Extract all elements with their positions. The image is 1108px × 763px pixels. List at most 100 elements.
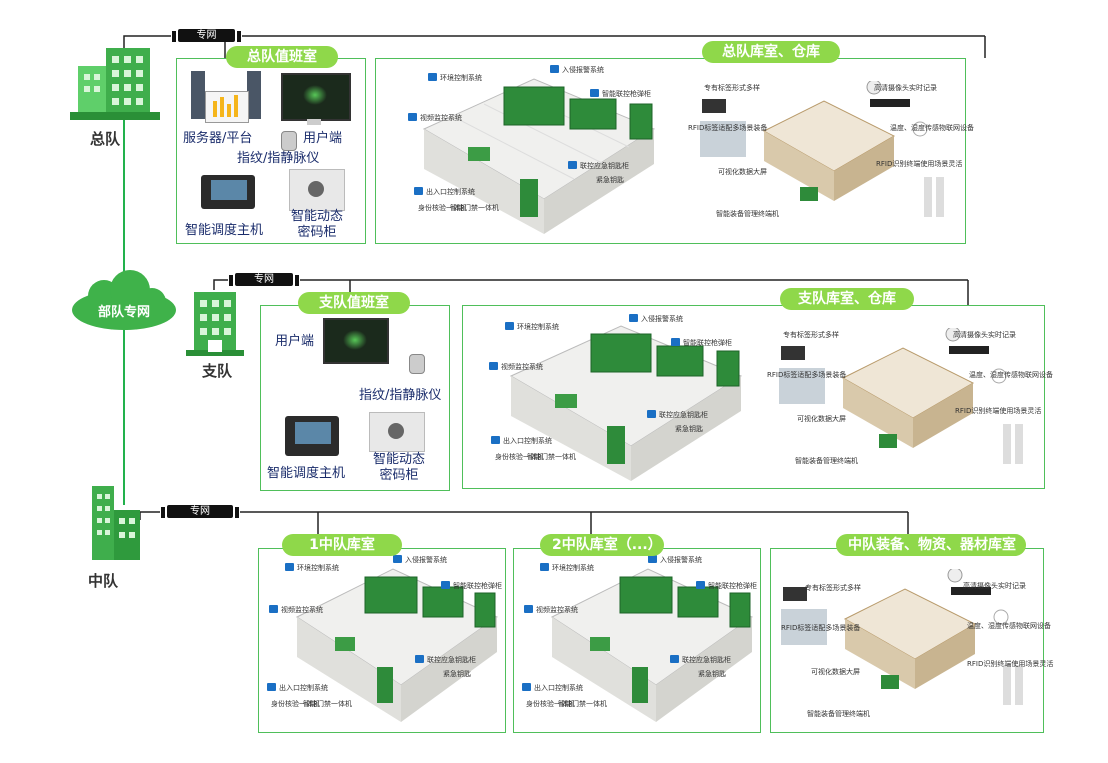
zhongdui-building-icon xyxy=(92,486,140,560)
key-cabinet-icon xyxy=(647,410,656,418)
zhidui-finger-caption: 指纹/指静脉仪 xyxy=(359,388,442,403)
gun-cabinet-icon xyxy=(590,89,599,97)
key-label: 联控应急钥匙柜 xyxy=(659,411,708,419)
gate-sub2: 智能门禁一体机 xyxy=(527,453,576,461)
zhongdui-room1-tag: 1中队库室 xyxy=(282,534,402,556)
zhidui-store-panel: 环境控制系统 入侵报警系统 智能联控枪弹柜 视频监控系统 联控应急钥匙柜 紧急钥… xyxy=(462,305,1053,489)
zhidui-safe-icon xyxy=(369,412,425,452)
zhidui-fingerprint-icon xyxy=(409,354,425,374)
env-control-icon xyxy=(540,563,549,571)
video-monitor-icon xyxy=(524,605,533,613)
level-zhidui: 支队 xyxy=(202,362,233,380)
net-label-mid: 专网 xyxy=(228,273,300,287)
level-zongdui: 总队 xyxy=(90,130,121,148)
zhidui-duty-panel: 用户端 指纹/指静脉仪 智能调度主机 智能动态 密码柜 xyxy=(260,305,450,491)
armory-room-illustration xyxy=(422,78,656,234)
key-sub-label: 紧急钥匙 xyxy=(698,670,726,678)
store-sensor-label: 温度、湿度传感物联网设备 xyxy=(969,371,1053,379)
key-cabinet-icon xyxy=(670,655,679,663)
zongdui-duty-tag: 总队值班室 xyxy=(226,46,338,68)
store-tag-label: 专有标签形式多样 xyxy=(704,84,760,92)
video-monitor-icon xyxy=(408,113,417,121)
gun-cabinet-icon xyxy=(696,581,705,589)
zongdui-duty-panel: 服务器/平台 用户端 指纹/指静脉仪 智能调度主机 智能动态 密码柜 xyxy=(176,58,366,244)
user-caption: 用户端 xyxy=(303,131,343,146)
key-label: 联控应急钥匙柜 xyxy=(682,656,731,664)
key-cabinet-icon xyxy=(415,655,424,663)
zhidui-dispatch-caption: 智能调度主机 xyxy=(267,466,346,481)
key-label: 联控应急钥匙柜 xyxy=(580,162,629,170)
video-label: 视频监控系统 xyxy=(501,363,543,371)
monitor-stand-icon xyxy=(307,119,321,125)
intrude-label: 入侵报警系统 xyxy=(641,315,683,323)
cloud-label: 部队专网 xyxy=(97,305,150,320)
zhidui-building-icon xyxy=(186,292,244,356)
key-sub-label: 紧急钥匙 xyxy=(443,670,471,678)
server-caption: 服务器/平台 xyxy=(183,131,253,146)
store-sensor-label: 温度、湿度传感物联网设备 xyxy=(967,622,1051,630)
server-icon xyxy=(191,71,261,127)
gate-control-icon xyxy=(267,683,276,691)
zongdui-building-icon xyxy=(70,48,160,120)
zhongdui-room1-panel: 环境控制系统 入侵报警系统 智能联控枪弹柜 视频监控系统 联控应急钥匙柜 紧急钥… xyxy=(258,548,506,733)
gate-sub1: 身份核验一体机 xyxy=(495,453,544,461)
store-bigscreen-label: 可视化数据大屏 xyxy=(718,168,767,176)
intrude-label: 入侵报警系统 xyxy=(660,556,702,564)
store-gate-label: RFID识别终端使用场景灵活 xyxy=(955,407,1042,415)
store-rfid-label: RFID标签适配多场景装备 xyxy=(767,371,847,379)
private-network-cloud-icon xyxy=(72,270,176,330)
gun-label: 智能联控枪弹柜 xyxy=(708,582,757,590)
gate-control-icon xyxy=(522,683,531,691)
zhidui-monitor-icon xyxy=(323,318,389,364)
video-label: 视频监控系统 xyxy=(536,606,578,614)
store-gate-label: RFID识别终端使用场景灵活 xyxy=(967,660,1054,668)
env-control-icon xyxy=(285,563,294,571)
net-label-top: 专网 xyxy=(171,29,242,43)
gate-sub1: 身份核验一体机 xyxy=(418,204,467,212)
zhidui-store-tag: 支队库室、仓库 xyxy=(780,288,914,310)
key-sub-label: 紧急钥匙 xyxy=(675,425,703,433)
zongdui-warehouse xyxy=(694,79,964,241)
room1-illustration xyxy=(265,557,505,727)
zongdui-store-panel: 环境控制系统 入侵报警系统 智能联控枪弹柜 视频监控系统 联控应急钥匙柜 紧急钥… xyxy=(375,58,974,244)
env-label: 环境控制系统 xyxy=(297,564,339,572)
gate-sub1: 身份核验一体机 xyxy=(526,700,575,708)
zhidui-duty-tag: 支队值班室 xyxy=(298,292,410,314)
gun-label: 智能联控枪弹柜 xyxy=(602,90,651,98)
gate-label: 出入口控制系统 xyxy=(503,437,552,445)
room2-illustration xyxy=(520,557,760,727)
zhongdui-store-panel: 专有标签形式多样 高清摄像头实时记录 RFID标签适配多场景装备 温度、湿度传感… xyxy=(770,548,1053,733)
video-monitor-icon xyxy=(489,362,498,370)
zhongdui-store-tag: 中队装备、物资、器材库室 xyxy=(836,534,1026,556)
key-sub-label: 紧急钥匙 xyxy=(596,176,624,184)
intrusion-alarm-icon xyxy=(629,314,638,322)
zongdui-armory-room xyxy=(384,69,666,239)
net-label-bottom: 专网 xyxy=(160,505,240,519)
level-zhongdui: 中队 xyxy=(88,572,119,590)
store-rfid-label: RFID标签适配多场景装备 xyxy=(688,124,768,132)
password-safe-icon xyxy=(289,169,345,211)
env-control-icon xyxy=(505,322,514,330)
store-terminal-label: 智能装备管理终端机 xyxy=(795,457,858,465)
finger-caption: 指纹/指静脉仪 xyxy=(237,151,320,166)
store-terminal-label: 智能装备管理终端机 xyxy=(716,210,779,218)
gate-sub2: 智能门禁一体机 xyxy=(303,700,352,708)
store-terminal-label: 智能装备管理终端机 xyxy=(807,710,870,718)
user-monitor-icon xyxy=(281,73,351,121)
intrude-label: 入侵报警系统 xyxy=(562,66,604,74)
warehouse-illustration xyxy=(781,567,1023,705)
env-control-icon xyxy=(428,73,437,81)
store-camera-label: 高清摄像头实时记录 xyxy=(953,331,1016,339)
zongdui-store-tag: 总队库室、仓库 xyxy=(702,41,840,63)
env-label: 环境控制系统 xyxy=(517,323,559,331)
zhongdui-room2-tag: 2中队库室（...） xyxy=(540,534,664,556)
video-label: 视频监控系统 xyxy=(281,606,323,614)
zhidui-armory-room xyxy=(471,316,751,484)
dispatch-caption: 智能调度主机 xyxy=(185,223,264,238)
env-label: 环境控制系统 xyxy=(440,74,482,82)
intrusion-alarm-icon xyxy=(550,65,559,73)
gun-cabinet-icon xyxy=(441,581,450,589)
gate-label: 出入口控制系统 xyxy=(279,684,328,692)
